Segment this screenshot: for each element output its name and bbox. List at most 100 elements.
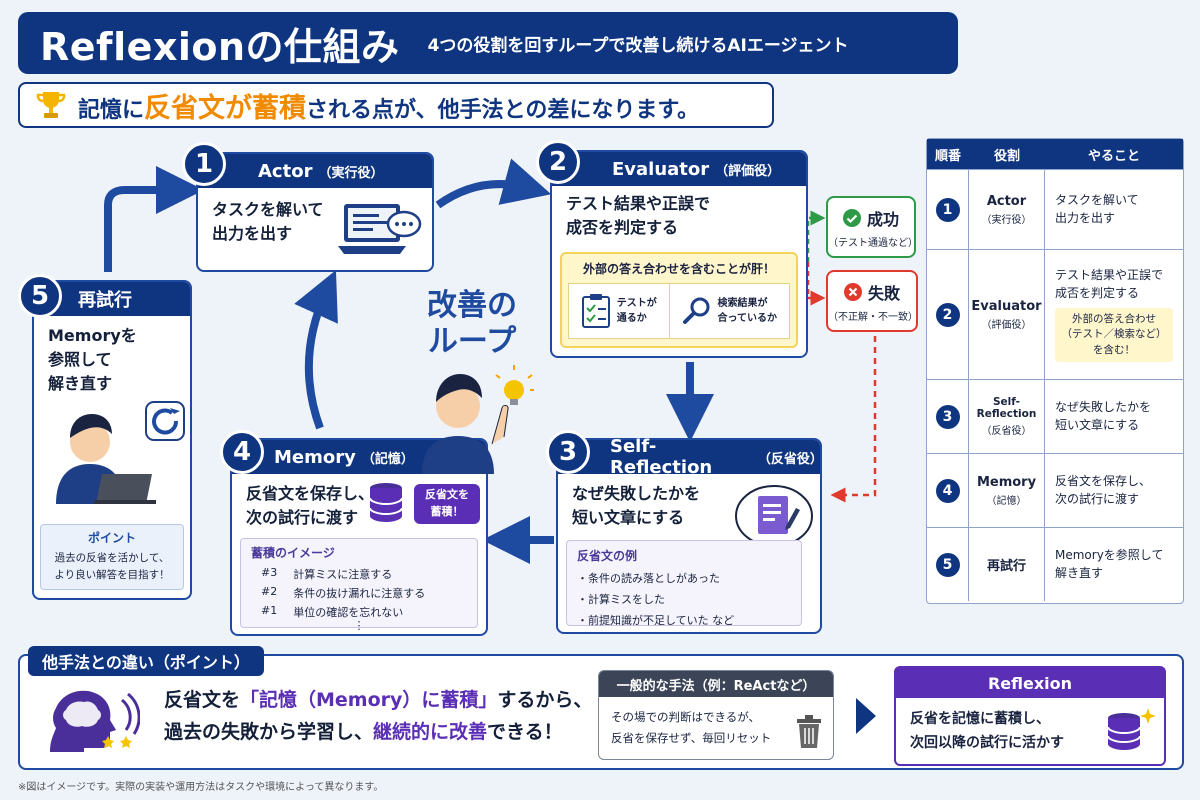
person-idea-icon: [422, 365, 534, 474]
memory-desc: 反省文を保存し、 次の試行に渡す: [232, 474, 486, 540]
table-note-line3: を含む！: [1093, 343, 1135, 356]
memory-row-text: 単位の確認を忘れない: [293, 606, 404, 619]
memory-card: Memory（記憶） 反省文を保存し、 次の試行に渡す 反省文を 蓄積！ 蓄積の…: [230, 438, 488, 636]
table-row-role-sub: （反省役）: [981, 426, 1032, 437]
evaluator-card-header: Evaluator （評価役）: [552, 152, 806, 186]
memory-bubble: 反省文を 蓄積！: [414, 484, 480, 524]
table-header-task: やること: [1087, 148, 1140, 164]
table-row-role-sub: （評価役）: [981, 319, 1032, 331]
memory-row-num: #3: [261, 566, 278, 579]
selfreflection-card: Self-Reflection（反省役） なぜ失敗したかを 短い文章にする 反省…: [556, 436, 823, 634]
general-method-title: 一般的な手法（例：ReActなど）: [599, 671, 833, 697]
table-header-order: 順番: [934, 148, 961, 164]
retry-line3: 解き直す: [48, 374, 113, 393]
evaluator-line1: テスト結果や正誤で: [566, 194, 711, 213]
highlight-part3: される点が、他手法との差になります。: [306, 97, 700, 123]
memory-row-num: #1: [261, 604, 278, 617]
selfreflection-paren: （反省役）: [757, 451, 823, 467]
table-row-task-line2: 出力を出す: [1055, 210, 1116, 225]
page-title: Reflexionの仕組み: [40, 24, 400, 69]
memory-stack-row: #1 単位の確認を忘れない: [251, 604, 467, 620]
reflection-examples: 反省文の例 ・条件の読み落としがあった ・計算ミスをした ・前提知識が不足してい…: [566, 540, 802, 627]
actor-paren: （実行役）: [318, 165, 384, 181]
table-row: 3 Self-Reflection（反省役） なぜ失敗したかを短い文章にする: [927, 379, 1183, 453]
arrow-to-failure: [806, 262, 826, 306]
table-row-role-sub: （記憶）: [986, 495, 1027, 507]
reflection-examples-title: 反省文の例: [577, 549, 638, 563]
retry-point-title: ポイント: [87, 531, 136, 545]
trash-icon: [797, 715, 821, 748]
table-row-task-line2: 次の試行に渡す: [1055, 491, 1140, 506]
failure-title: 失敗: [867, 284, 900, 303]
retry-number-badge: 5: [18, 274, 62, 318]
comparison-line2-emphasis: 継続的に改善: [373, 721, 488, 744]
memory-stack-row: #3 計算ミスに注意する: [251, 566, 467, 582]
actor-number-badge: 1: [182, 142, 226, 186]
retry-desc: Memoryを 参照して 解き直す: [34, 316, 190, 406]
selfreflection-desc: なぜ失敗したかを 短い文章にする: [558, 474, 820, 540]
comparison-panel: 反省文を「記憶（Memory）に蓄積」するから、 過去の失敗から学習し、継続的に…: [18, 654, 1184, 770]
comparison-tag: 他手法との違い（ポイント）: [28, 646, 264, 676]
reflexion-method-line2: 次回以降の試行に活かす: [910, 734, 1064, 751]
evaluator-title: Evaluator: [612, 158, 710, 180]
comparison-line1-emphasis: 「記憶（Memory）に蓄積」: [240, 689, 498, 711]
arrow-memory-to-actor: [294, 270, 338, 430]
arrow-to-success: [806, 210, 826, 262]
retry-title: 再試行: [78, 290, 132, 311]
table-note-line1: 外部の答え合わせ: [1072, 313, 1156, 326]
success-sub: （テスト通過など）: [828, 238, 918, 249]
table-row-role: Evaluator: [971, 298, 1042, 314]
arrow-actor-to-evaluator: [435, 158, 552, 209]
memory-row-text: 条件の抜け漏れに注意する: [293, 587, 426, 600]
reflection-example-item: ・条件の読み落としがあった: [577, 572, 720, 585]
selfreflection-number-badge: 3: [546, 430, 590, 474]
table-row-task-line2: 短い文章にする: [1055, 417, 1140, 432]
evaluator-paren: （評価役）: [715, 163, 781, 179]
comparison-main-text: 反省文を「記憶（Memory）に蓄積」するから、 過去の失敗から学習し、継続的に…: [164, 684, 604, 749]
success-box: 成功 （テスト通過など）: [826, 196, 918, 258]
table-row-role: Memory: [976, 474, 1037, 490]
success-title: 成功: [866, 210, 899, 229]
table-row-note: 外部の答え合わせ （テスト／検索など） を含む！: [1055, 308, 1173, 362]
general-method-line1: その場での判断はできるが、: [611, 710, 761, 724]
comparison-line2-a: 過去の失敗から学習し、: [164, 721, 374, 744]
table-row-role-sub: （実行役）: [981, 214, 1032, 226]
table-row-task-line1: なぜ失敗したかを: [1055, 400, 1152, 415]
actor-card-header: Actor（実行役）: [198, 154, 432, 188]
actor-desc: タスクを解いて 出力を出す: [198, 188, 432, 256]
failure-sub: （不正解・不一致）: [828, 312, 918, 323]
chevron-right-icon: [856, 698, 876, 734]
table-row-role: Self-Reflection: [976, 396, 1037, 420]
database-icon: [369, 483, 403, 522]
clipboard-check-icon: [581, 294, 610, 328]
table-row: 2 Evaluator（評価役） テスト結果や正誤で 成否を判定する 外部の答え…: [927, 249, 1183, 379]
memory-stack-title: 蓄積のイメージ: [251, 546, 335, 560]
evaluator-number-badge: 2: [536, 140, 580, 184]
reflexion-method-desc: 反省を記憶に蓄積し、 次回以降の試行に活かす: [896, 698, 1164, 756]
page-subtitle: 4つの役割を回すループで改善し続けるAIエージェント: [427, 35, 849, 56]
evaluator-desc: テスト結果や正誤で 成否を判定する: [552, 186, 806, 250]
retry-point-line2: より良い解答を目指す！: [54, 569, 170, 581]
arrow-retry-to-actor: [104, 166, 204, 272]
table-row: 4 Memory（記憶） 反省文を保存し、次の試行に渡す: [927, 453, 1183, 527]
roles-table-header: 順番 役割 やること: [927, 139, 1183, 169]
table-row-number: 5: [935, 552, 960, 577]
table-row-task-line1: タスクを解いて: [1055, 193, 1139, 208]
evaluator-line2: 成否を判定する: [566, 218, 679, 237]
actor-line2: 出力を出す: [212, 224, 293, 243]
comparison-line1-a: 反省文を: [164, 689, 241, 711]
roles-table: 順番 役割 やること 1 Actor（実行役） タスクを解いて出力を出す 2 E…: [926, 138, 1184, 604]
memory-stack: 蓄積のイメージ #3 計算ミスに注意する #2 条件の抜け漏れに注意する #1 …: [240, 538, 478, 631]
success-title-row: 成功: [828, 206, 914, 230]
title-bar: Reflexionの仕組み 4つの役割を回すループで改善し続けるAIエージェント: [18, 12, 958, 74]
trophy-icon: [36, 92, 66, 118]
evaluator-card: Evaluator（評価役） テスト結果や正誤で 成否を判定する 外部の答え合わ…: [550, 150, 808, 358]
selfreflection-line2: 短い文章にする: [572, 508, 685, 527]
person-laptop-icon: [56, 401, 185, 504]
memory-paren: （記憶）: [361, 451, 414, 467]
memory-bubble-line2: 蓄積！: [430, 504, 464, 518]
memory-bubble-line1: 反省文を: [425, 488, 469, 501]
check-circle-icon: [842, 209, 861, 227]
reflection-example-item: ・計算ミスをした: [577, 593, 665, 606]
